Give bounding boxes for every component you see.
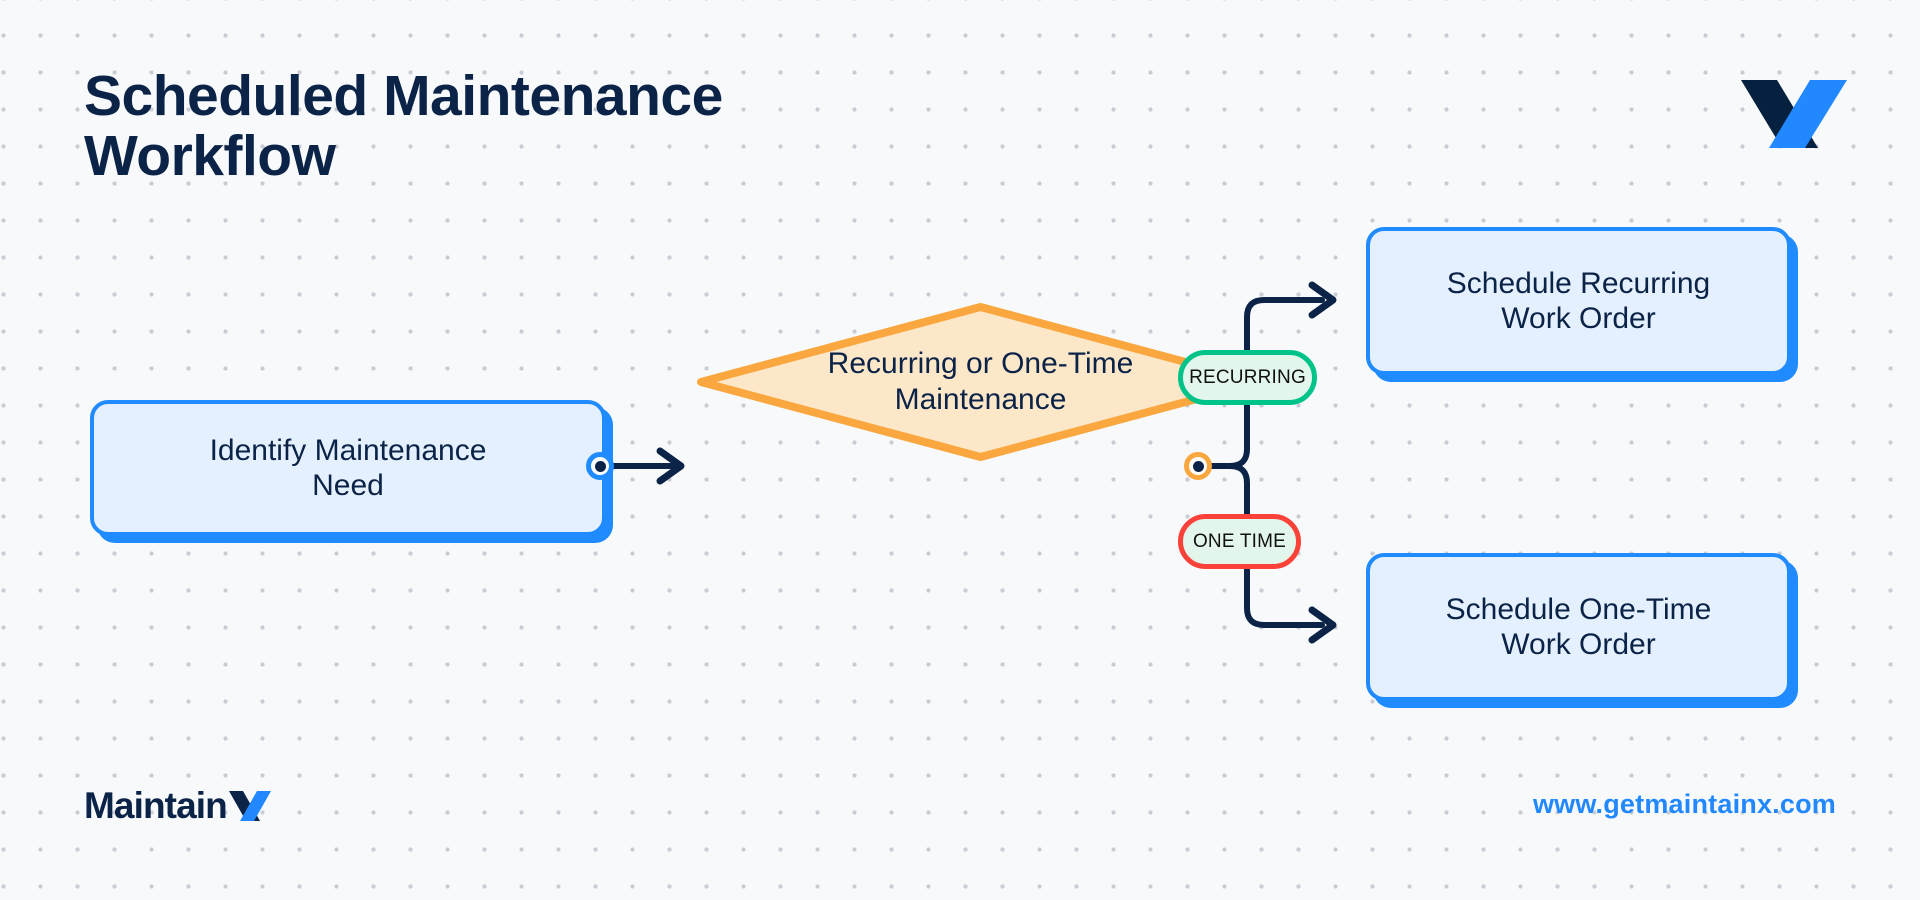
maintainx-wordmark: Maintain bbox=[84, 785, 271, 827]
page-title: Scheduled Maintenance Workflow bbox=[84, 64, 723, 189]
node-schedule-onetime-work-order[interactable]: Schedule One-Time Work Order bbox=[1366, 553, 1791, 701]
node-label: Identify Maintenance Need bbox=[209, 433, 487, 502]
maintainx-x-logo-icon bbox=[1741, 80, 1847, 148]
badge-text: ONE TIME bbox=[1192, 530, 1287, 552]
node-label: Recurring or One-Time Maintenance bbox=[827, 347, 1134, 416]
edge-label-recurring: RECURRING bbox=[1178, 350, 1317, 405]
port-start-output bbox=[586, 452, 614, 480]
node-identify-maintenance-need[interactable]: Identify Maintenance Need bbox=[90, 400, 606, 536]
website-url[interactable]: www.getmaintainx.com bbox=[1532, 789, 1836, 819]
port-decision-output bbox=[1184, 452, 1212, 480]
edge-start-to-decision bbox=[611, 447, 685, 485]
node-label: Schedule Recurring Work Order bbox=[1446, 266, 1711, 335]
badge-text: RECURRING bbox=[1189, 366, 1306, 388]
maintainx-x-logo-icon bbox=[228, 791, 271, 821]
node-schedule-recurring-work-order[interactable]: Schedule Recurring Work Order bbox=[1366, 227, 1791, 375]
node-recurring-or-onetime-decision[interactable]: Recurring or One-Time Maintenance bbox=[697, 303, 1264, 461]
node-label: Schedule One-Time Work Order bbox=[1445, 592, 1712, 661]
maintainx-wordmark-text: Maintain bbox=[84, 785, 228, 826]
edge-label-one-time: ONE TIME bbox=[1178, 514, 1301, 569]
